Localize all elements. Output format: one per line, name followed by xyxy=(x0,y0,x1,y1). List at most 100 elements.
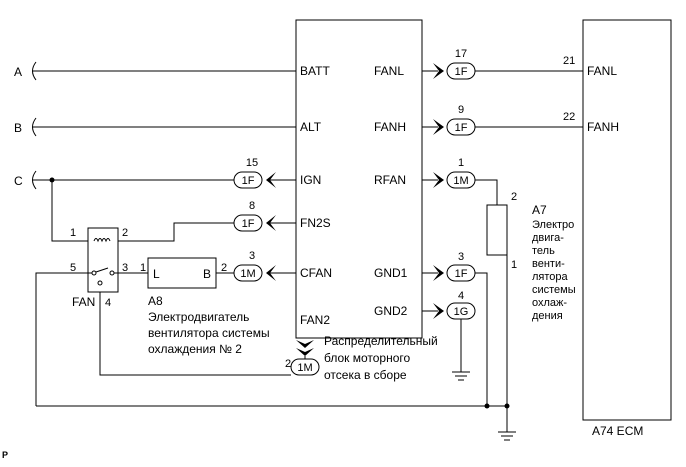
wire-c-relay-coil xyxy=(51,180,88,242)
motor-a7-pin-1: 1 xyxy=(511,259,517,271)
fan-relay-pin-5: 5 xyxy=(70,262,76,274)
fan-relay-coil xyxy=(93,238,111,243)
input-b-label: B xyxy=(14,121,22,135)
corner-label: P xyxy=(2,450,8,460)
fan-relay-switch-arm xyxy=(95,267,109,273)
connector-ign-num: 15 xyxy=(246,157,258,169)
connector-rfan-arrow xyxy=(433,172,444,188)
fan-relay-pin-3: 3 xyxy=(122,262,128,274)
fan-relay-pin-4: 4 xyxy=(105,297,111,309)
junction-block-label-2: блок моторного xyxy=(324,351,411,365)
motor-a8-pin-l: L xyxy=(153,267,160,281)
connector-fanh: 9 1F xyxy=(422,104,583,136)
junction-block-outline xyxy=(295,19,423,339)
connector-fanl: 17 1F xyxy=(422,48,583,80)
ground-bus xyxy=(36,403,517,441)
input-b-terminal xyxy=(32,117,37,137)
connector-gnd2-arrow xyxy=(433,303,444,319)
connector-gnd1-id: 1F xyxy=(455,268,468,280)
fan-relay-outline xyxy=(87,227,119,293)
input-a: A xyxy=(14,61,296,81)
input-c-label: C xyxy=(14,174,23,188)
input-a-terminal xyxy=(32,61,37,81)
motor-a7-label-5: лятора xyxy=(532,271,569,283)
connector-fn2s-arrow xyxy=(266,215,276,231)
input-c-terminal xyxy=(32,170,37,190)
motor-a7-label-7: охлаж- xyxy=(532,297,567,309)
connector-ign-arrow xyxy=(266,172,276,188)
fan-relay-contact-5 xyxy=(91,270,97,276)
connector-gnd2-id: 1G xyxy=(454,306,469,318)
connector-rfan-num: 1 xyxy=(458,157,464,169)
connector-cfan: 3 1M xyxy=(233,250,296,282)
connector-fan2-arrow-bottom xyxy=(296,348,314,356)
ground-symbol-main xyxy=(497,431,517,441)
wire-rfan-a7 xyxy=(475,179,498,205)
input-a-label: A xyxy=(14,65,22,79)
fan-relay-pin-2: 2 xyxy=(122,227,128,239)
ecm-pin-22-name: FANH xyxy=(587,120,619,134)
engine-room-junction-block: BATT ALT IGN FN2S CFAN FAN2 FANL FANH RF… xyxy=(295,19,438,382)
connector-cfan-num: 3 xyxy=(249,250,255,262)
motor-a8-pin-b: B xyxy=(203,267,211,281)
motor-a8-pin-1: 1 xyxy=(140,262,146,274)
connector-gnd1: 3 1F xyxy=(422,251,488,406)
connector-cfan-id: 1M xyxy=(240,268,255,280)
ecm-pin-21-num: 21 xyxy=(563,55,575,67)
motor-a8-label-1: Электродвигатель xyxy=(148,310,249,324)
motor-a7-label-2: двига- xyxy=(532,232,564,244)
connector-ign-id: 1F xyxy=(242,175,255,187)
pin-fanl: FANL xyxy=(374,64,404,78)
connector-fan2-arrow-top xyxy=(296,340,314,348)
fan-relay-pin-1: 1 xyxy=(70,227,76,239)
wire-relay-ground xyxy=(35,272,92,406)
ground-symbol-gnd2 xyxy=(451,371,471,381)
motor-a7-label-8: дения xyxy=(532,310,563,322)
input-c: C xyxy=(14,170,234,242)
connector-fanh-id: 1F xyxy=(455,122,468,134)
wire-relay-fn2s xyxy=(118,222,234,242)
connector-fanl-num: 17 xyxy=(455,48,467,60)
junction-block-label-1: Распределительный xyxy=(324,334,438,348)
motor-a8-label-2: вентилятора системы xyxy=(148,326,270,340)
connector-fan2-oval xyxy=(290,358,320,376)
fan-relay-contact-3 xyxy=(109,270,115,276)
pin-cfan: CFAN xyxy=(300,266,332,280)
wire-fan2-relay xyxy=(99,283,291,376)
connector-fanl-id: 1F xyxy=(455,66,468,78)
pin-gnd1: GND1 xyxy=(374,266,408,280)
connector-fanl-arrow xyxy=(433,63,444,79)
fan-motor-a8: L B 1 2 A8 Электродвигатель вентилятора … xyxy=(140,257,270,356)
connector-ign: 15 1F xyxy=(233,157,296,189)
pin-fn2s: FN2S xyxy=(300,216,331,230)
motor-a7-label-3: тель xyxy=(532,245,555,257)
motor-a7-id: A7 xyxy=(532,203,547,217)
motor-a8-id: A8 xyxy=(148,294,163,308)
pin-alt: ALT xyxy=(300,120,322,134)
input-b: B xyxy=(14,117,296,137)
connector-gnd2: 4 1G xyxy=(422,290,476,381)
motor-a7-outline xyxy=(486,204,508,256)
connector-gnd1-num: 3 xyxy=(458,251,464,263)
motor-a7-pin-2: 2 xyxy=(511,191,517,203)
ecm-outline xyxy=(582,19,672,421)
connector-fn2s: 8 1F xyxy=(233,200,296,232)
motor-a8-pin-2: 2 xyxy=(221,262,227,274)
connector-gnd1-arrow xyxy=(433,265,444,281)
fan-relay: 1 2 5 3 4 FAN xyxy=(35,222,234,406)
connector-fanh-num: 9 xyxy=(458,104,464,116)
connector-fan2: 2 1M xyxy=(99,283,320,376)
connector-fan2-id: 1M xyxy=(297,362,312,374)
pin-fanh: FANH xyxy=(374,120,406,134)
pin-ign: IGN xyxy=(300,173,321,187)
connector-fan2-num: 2 xyxy=(285,358,291,370)
connector-gnd2-num: 4 xyxy=(458,290,464,302)
ecm-pin-21-name: FANL xyxy=(587,64,617,78)
motor-a8-outline xyxy=(147,257,217,289)
pin-gnd2: GND2 xyxy=(374,304,408,318)
ecm-label: A74 ECM xyxy=(592,424,643,438)
fan-relay-contact-4 xyxy=(97,280,103,286)
ecm-a74: 21 FANL 22 FANH A74 ECM xyxy=(563,19,672,438)
